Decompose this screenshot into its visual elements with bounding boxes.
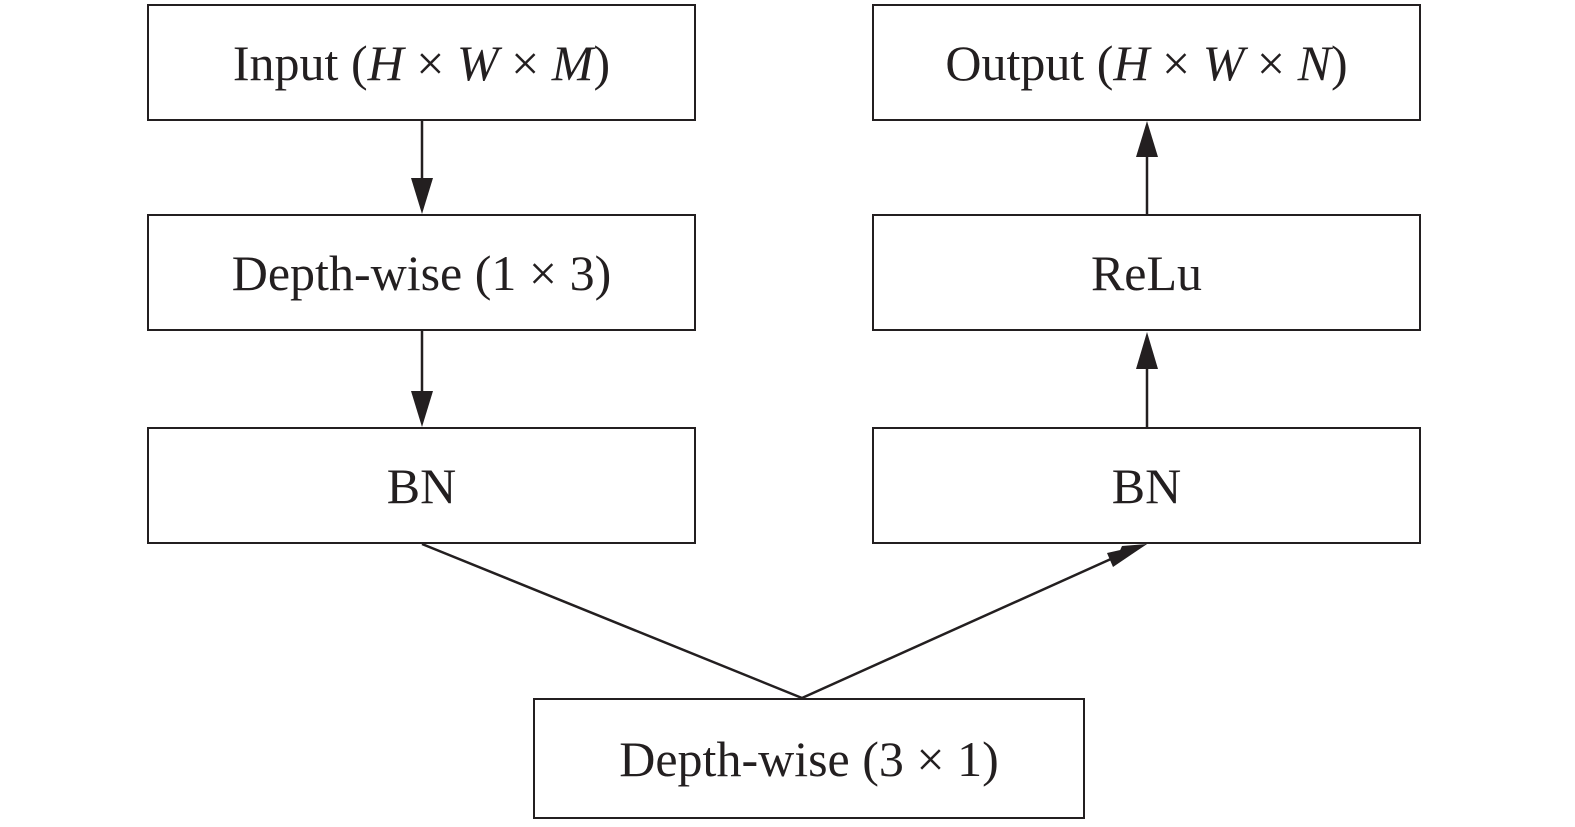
relu-label: ReLu (1090, 244, 1203, 301)
input-node: Input (H × W × M) (147, 4, 696, 121)
edge-bn-left-to-depthwise-3x1 (421, 542, 803, 700)
input-prefix: Input ( (232, 34, 368, 91)
arrowhead-up-icon (1136, 121, 1158, 157)
output-dim-h: H (1113, 34, 1150, 91)
bn-left-label: BN (386, 457, 457, 514)
edge-depthwise-3x1-to-bn-right (801, 552, 1123, 700)
times-sign: × (511, 34, 540, 91)
arrowhead-up-icon (1136, 332, 1158, 369)
arrowhead-down-icon (411, 178, 433, 214)
arrowhead-down-icon (411, 391, 433, 427)
input-dim-m: M (551, 34, 594, 91)
arrowhead-diagonal-icon-fill (1107, 544, 1147, 567)
output-suffix: ) (1330, 34, 1348, 91)
output-dim-n: N (1297, 34, 1331, 91)
input-dim-h: H (367, 34, 404, 91)
output-node: Output (H × W × N) (872, 4, 1421, 121)
output-prefix: Output ( (945, 34, 1114, 91)
relu-node: ReLu (872, 214, 1421, 331)
depthwise-3x1-label: Depth-wise (3 × 1) (619, 730, 999, 787)
depthwise-3x1-node: Depth-wise (3 × 1) (533, 698, 1085, 819)
times-sign: × (1162, 34, 1191, 91)
depthwise-1x3-node: Depth-wise (1 × 3) (147, 214, 696, 331)
bn-right-label: BN (1111, 457, 1182, 514)
depthwise-1x3-label: Depth-wise (1 × 3) (231, 244, 612, 301)
bn-right-node: BN (872, 427, 1421, 544)
bn-left-node: BN (147, 427, 696, 544)
input-suffix: ) (593, 34, 611, 91)
input-dim-w: W (456, 34, 499, 91)
times-sign: × (1256, 34, 1286, 91)
times-sign: × (416, 34, 445, 91)
output-dim-w: W (1202, 34, 1245, 91)
